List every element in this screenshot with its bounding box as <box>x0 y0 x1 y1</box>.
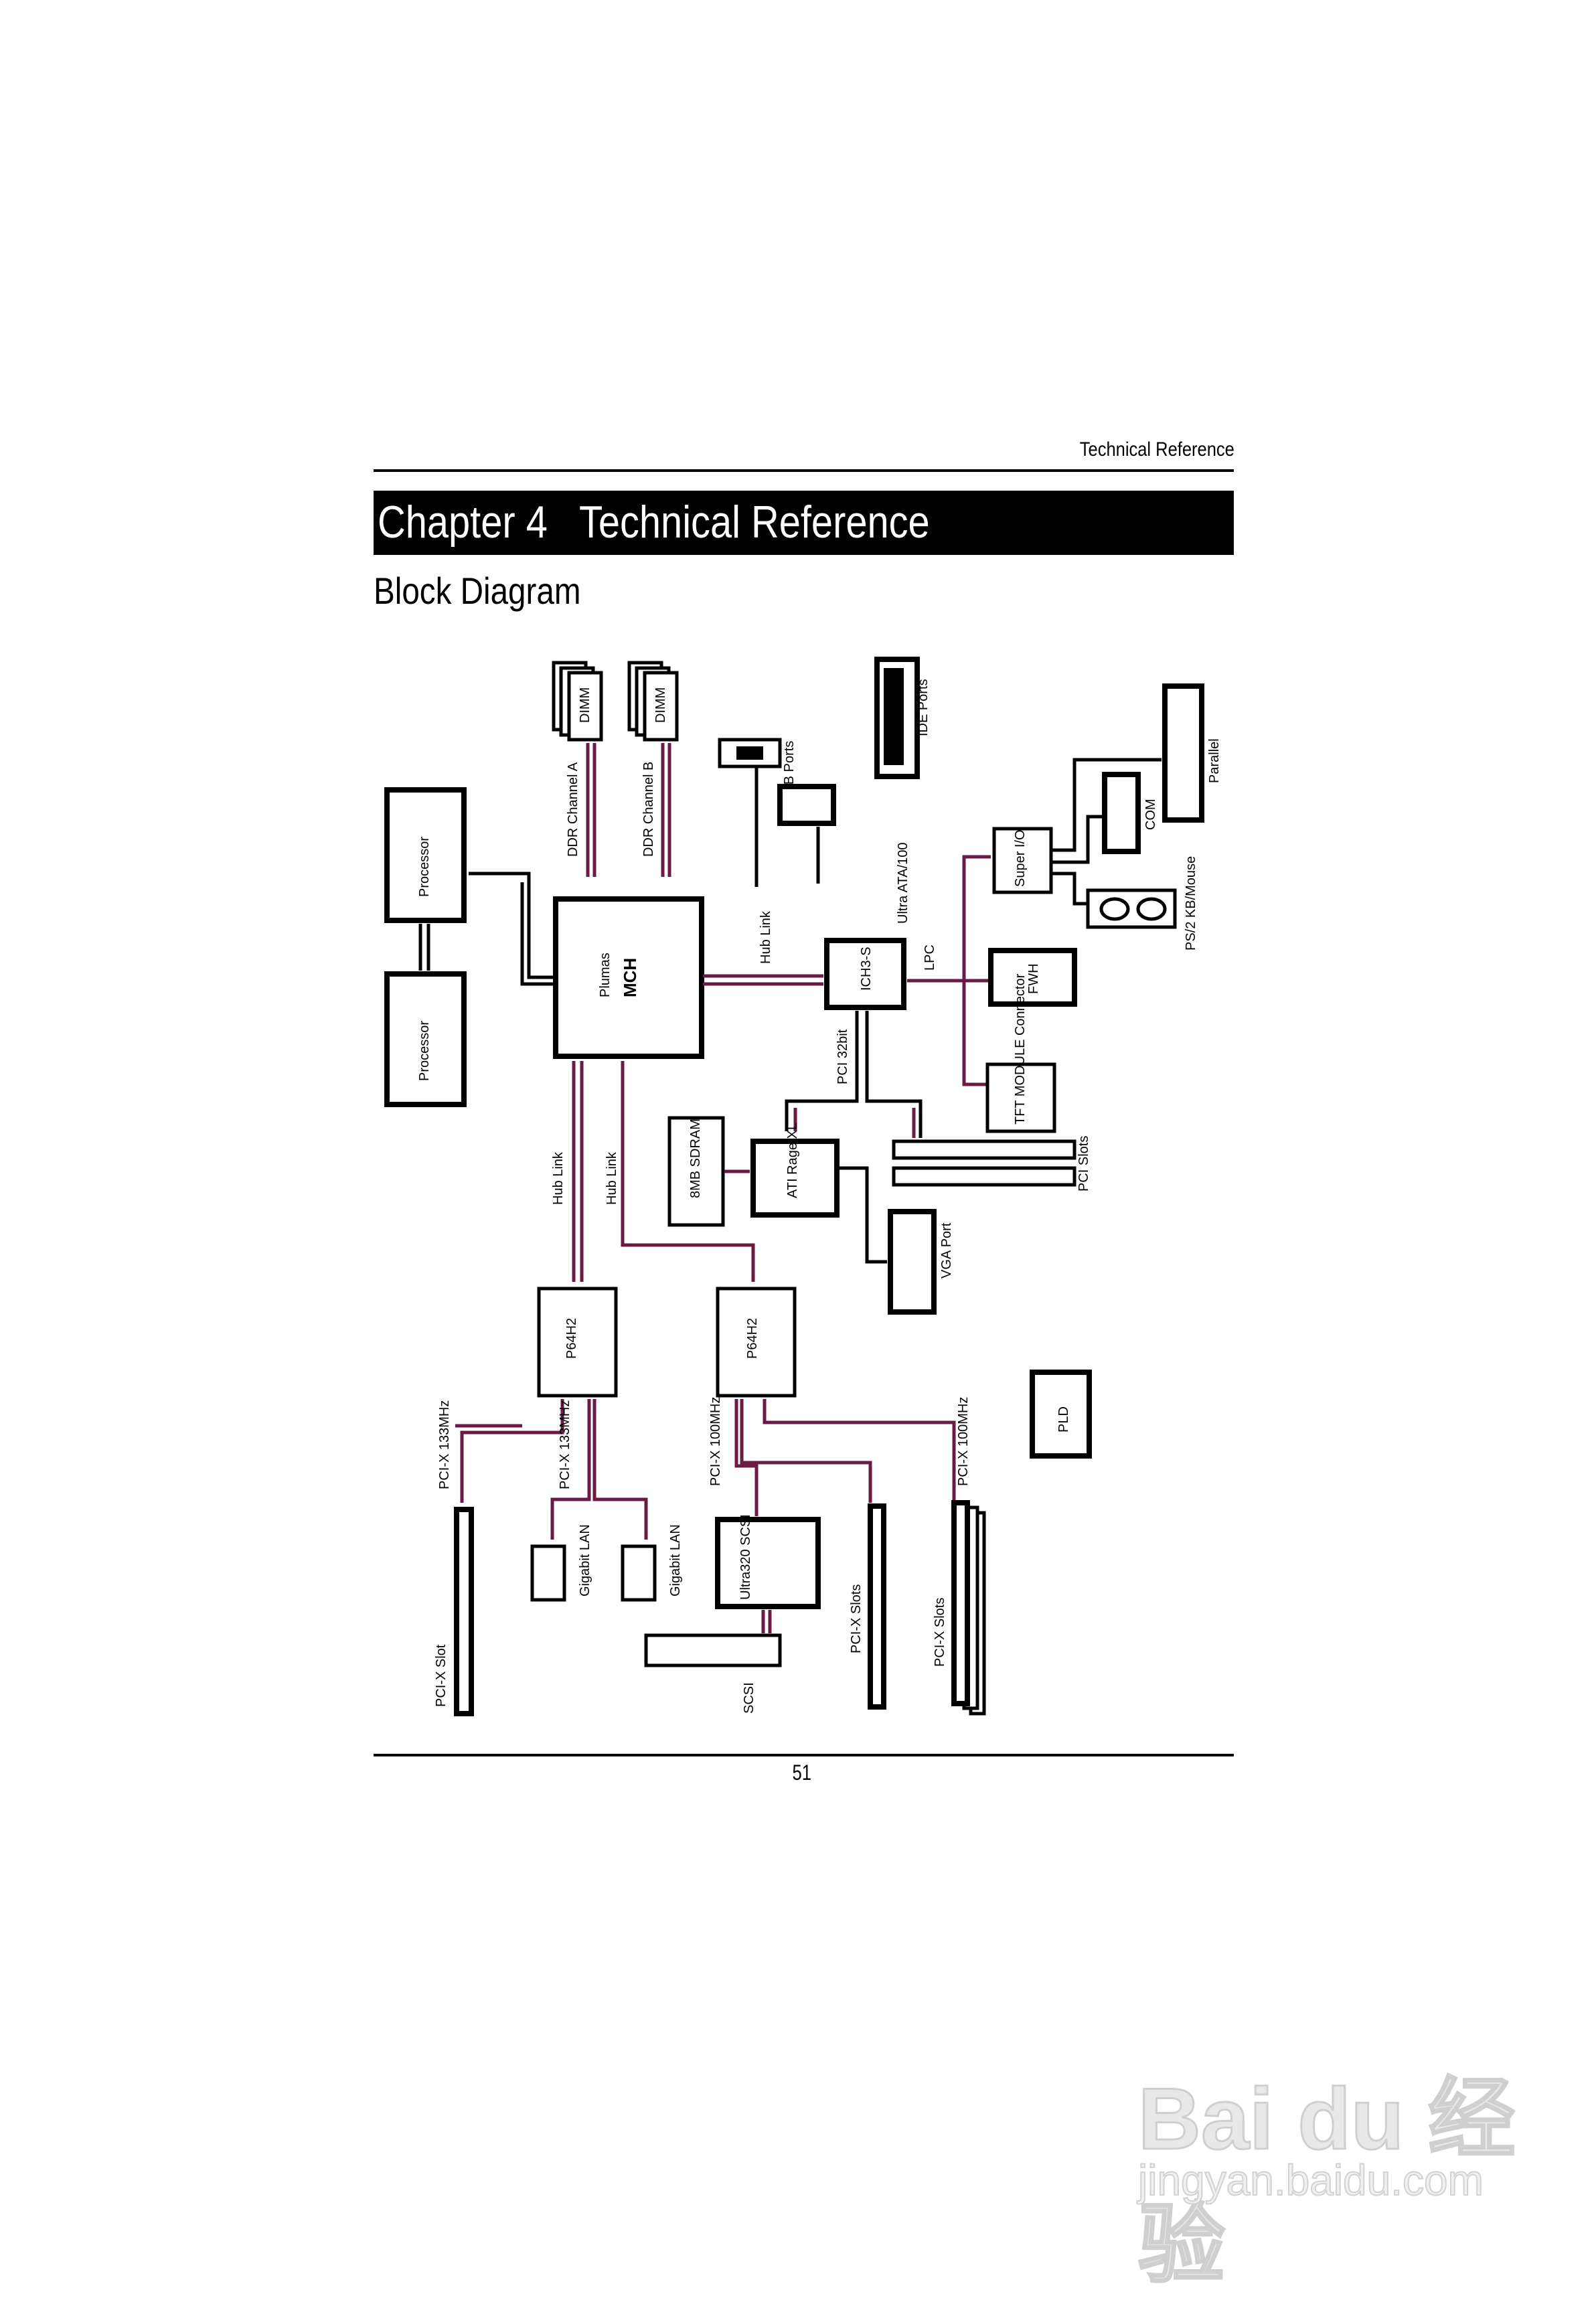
ddr-bus-a <box>586 743 596 877</box>
page-number: 51 <box>792 1760 812 1785</box>
ich-block <box>824 938 906 1010</box>
ddr-bus-b <box>661 743 671 877</box>
p64h2-a-block <box>537 1287 618 1398</box>
scsi-connector <box>644 1633 782 1667</box>
ps2-label: PS/2 KB/Mouse <box>1184 856 1198 951</box>
p64h2-b-label: P64H2 <box>745 1318 760 1359</box>
pcix-b-label: PCI-X 133MHz <box>558 1400 572 1489</box>
ide-label: IDE Ports <box>916 679 931 736</box>
vga-port-label: VGA Port <box>939 1222 954 1279</box>
p64h2-a-label: P64H2 <box>564 1318 579 1359</box>
pcix-slot-b <box>868 1503 886 1710</box>
parallel-label: Parallel <box>1207 738 1222 783</box>
footer-rule <box>374 1754 1234 1756</box>
usb-connector <box>718 738 782 768</box>
vga-port-connector <box>888 1209 937 1315</box>
slot-b-label: PCI-X Slots <box>849 1584 864 1653</box>
dimm-stack-a: DIMM <box>552 661 603 742</box>
dimm-a-label: DIMM <box>578 687 592 723</box>
fwh-block <box>988 948 1077 1007</box>
pcix-bus-d <box>763 1399 956 1503</box>
rj45-b-connector <box>621 1544 657 1602</box>
cpu-2-label: Processor <box>417 1021 432 1081</box>
chapter-banner: Chapter 4 Technical Reference <box>374 491 1234 555</box>
slot-c-label: PCI-X Slots <box>933 1598 947 1667</box>
ddr-b-label: DDR Channel B <box>641 762 656 857</box>
hub-link-ich <box>703 974 823 986</box>
lan-b-label: Gigabit LAN <box>668 1524 683 1596</box>
ps2-connector <box>1086 888 1177 929</box>
ddr-a-label: DDR Channel A <box>566 762 580 857</box>
superio-wires <box>1052 758 1162 906</box>
lpc-bus <box>907 855 991 1086</box>
pci-slot-1 <box>892 1139 1076 1160</box>
section-title: Block Diagram <box>374 570 581 612</box>
cpu-2-block <box>384 971 467 1107</box>
superio-label: Super I/O <box>1013 829 1028 887</box>
pci-slots-label: PCI Slots <box>1076 1136 1091 1192</box>
rj45-a-connector <box>530 1544 566 1602</box>
vga-ctrl-block <box>750 1139 840 1218</box>
com-label: COM <box>1143 799 1158 830</box>
pcix-c-label: PCI-X 100MHz <box>708 1397 723 1486</box>
mch-sub-label: Plumas <box>598 953 613 997</box>
ata-label: Ultra ATA/100 <box>896 842 910 924</box>
parallel-connector <box>1162 683 1204 823</box>
pci-slot-2 <box>892 1166 1076 1187</box>
mch-label: MCH <box>620 958 640 997</box>
dimm-stack-b: DIMM <box>627 661 679 742</box>
pcix-a-label: PCI-X 133MHz <box>437 1400 452 1489</box>
ich-label: ICH3-S <box>859 947 874 991</box>
scsi-conn-label: SCSI <box>742 1682 756 1714</box>
header-rule <box>374 469 1234 472</box>
pcix-bus-a <box>455 1399 564 1503</box>
watermark-url: jingyan.baidu.com <box>1137 2155 1484 2205</box>
pcix-bus-c <box>734 1399 872 1516</box>
pcix-bus-b <box>550 1399 648 1540</box>
p64h2-b-block <box>716 1287 797 1398</box>
running-header: Technical Reference <box>1079 438 1234 461</box>
pcix-slot-a <box>454 1507 474 1716</box>
hub-ich-label: Hub Link <box>759 910 773 964</box>
mch-block <box>553 896 704 1059</box>
com-connector <box>1102 772 1141 854</box>
pci32-label: PCI 32bit <box>835 1029 850 1084</box>
hub-a-label: Hub Link <box>551 1151 566 1205</box>
pcix-d-label: PCI-X 100MHz <box>956 1397 971 1486</box>
dimm-b-label: DIMM <box>653 687 668 723</box>
vga-mem-label: 8MB SDRAM <box>688 1119 703 1198</box>
fsb-to-mch <box>469 872 556 986</box>
scsi-block <box>715 1517 821 1609</box>
fwh-label: FWH <box>1026 963 1041 994</box>
misc-block <box>1030 1370 1092 1459</box>
superio-block <box>992 827 1053 894</box>
chapter-title: Chapter 4 Technical Reference <box>378 497 930 548</box>
pci32-bus <box>793 1108 916 1138</box>
hub-link-b <box>621 1061 755 1282</box>
misc-label: PLD <box>1056 1406 1071 1432</box>
pcix-slot-c1 <box>951 1500 970 1706</box>
usb-ports-block <box>777 784 836 826</box>
lpc-label: LPC <box>923 944 937 971</box>
cpu-1-block <box>384 787 467 923</box>
hub-link-a <box>572 1061 584 1282</box>
tft-block <box>985 1062 1056 1133</box>
tft-label: TFT MODULE Connector <box>1013 973 1028 1125</box>
vga-ctrl-label: ATI Rage XL <box>785 1123 800 1198</box>
fsb-link <box>418 924 430 971</box>
vga-memory-block <box>667 1116 725 1227</box>
lan-a-label: Gigabit LAN <box>578 1524 592 1596</box>
hub-b-label: Hub Link <box>605 1151 619 1205</box>
scsi-label: Ultra320 SCSI <box>738 1514 753 1600</box>
cpu-1-label: Processor <box>417 837 432 897</box>
slot-a-label: PCI-X Slot <box>434 1644 449 1707</box>
